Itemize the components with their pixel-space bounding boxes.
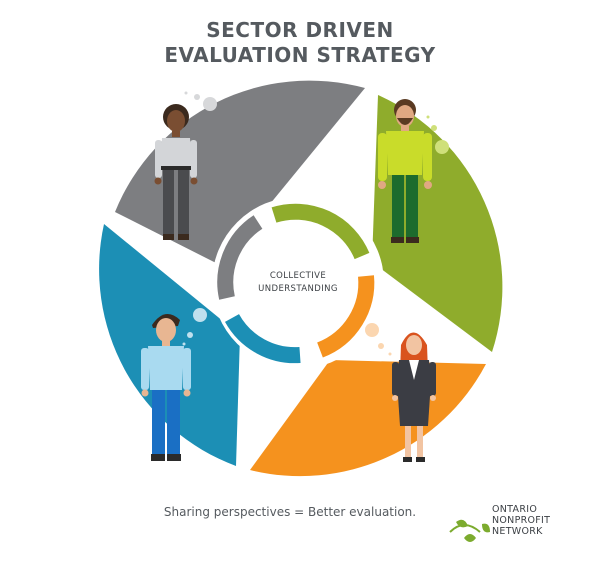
left-arm: [392, 362, 399, 396]
blouse: [409, 360, 419, 380]
left-arm: [141, 348, 149, 390]
logo-line-1: ONTARIO: [492, 504, 538, 515]
title-line-2: EVALUATION STRATEGY: [164, 43, 436, 67]
torso: [148, 346, 184, 390]
left-shoe: [403, 457, 412, 462]
left-hand: [378, 181, 386, 189]
thought-bubble-blue-large: [193, 308, 207, 322]
thought-bubble-orange-small: [378, 343, 384, 349]
diagram-title: SECTOR DRIVEN EVALUATION STRATEGY: [0, 18, 600, 68]
logo-line-2: NONPROFIT: [492, 515, 551, 526]
thought-bubble-blue-tiny: [182, 342, 186, 346]
left-shoe: [391, 237, 404, 243]
person-blue-jeans: [141, 314, 191, 461]
thought-bubble-orange-tiny: [388, 352, 392, 356]
right-shoe: [178, 234, 189, 240]
left-hand: [154, 177, 162, 185]
left-shoe: [151, 454, 165, 461]
inner-arrow-green: [271, 203, 370, 260]
left-arm: [378, 133, 387, 181]
thought-bubble-green-tiny: [426, 115, 430, 119]
head: [406, 335, 422, 355]
ontario-nonprofit-network-logo: ONTARIO NONPROFIT NETWORK: [446, 502, 586, 552]
thought-bubble-blue-small: [187, 332, 193, 338]
left-leg: [405, 426, 411, 458]
orange-segment: [250, 360, 486, 477]
logo-line-3: NETWORK: [492, 526, 543, 537]
right-shoe: [167, 454, 181, 461]
person-green-shirt: [378, 99, 432, 243]
skirt: [398, 396, 430, 426]
center-circle: [240, 225, 356, 341]
head: [167, 110, 185, 132]
person-business-suit: [392, 332, 436, 462]
person-gray-sweater: [154, 104, 198, 240]
right-shoe: [406, 237, 419, 243]
inner-arrow-blue: [225, 313, 301, 364]
torso: [160, 138, 192, 168]
right-arm: [429, 362, 436, 396]
right-shoe: [416, 457, 425, 462]
thought-bubble-gray-small: [194, 94, 200, 100]
left-leg: [152, 390, 165, 456]
torso: [386, 131, 424, 175]
right-arm: [423, 133, 432, 181]
thought-bubble-gray-tiny: [184, 91, 188, 95]
evaluation-wheel: COLLECTIVE UNDERSTANDING: [99, 80, 503, 477]
belt: [161, 166, 191, 170]
thought-bubble-green-small: [431, 125, 437, 131]
neck: [401, 126, 409, 131]
beard: [397, 118, 413, 125]
right-leg: [417, 426, 423, 458]
left-arm: [155, 140, 162, 178]
right-leg: [178, 170, 189, 235]
left-hand: [392, 395, 398, 401]
logo-text: ONTARIO NONPROFIT NETWORK: [492, 504, 550, 537]
right-hand: [424, 181, 432, 189]
leaf-logo-icon: [449, 519, 490, 542]
neck: [172, 131, 180, 137]
thought-bubble-green-large: [435, 140, 449, 154]
right-leg: [406, 175, 418, 239]
left-shoe: [163, 234, 174, 240]
center-label-line-1: COLLECTIVE: [270, 271, 326, 281]
right-hand: [183, 389, 191, 397]
caption: Sharing perspectives = Better evaluation…: [163, 505, 417, 519]
thought-bubbles: [182, 91, 449, 356]
left-leg: [163, 170, 174, 235]
right-arm: [190, 140, 197, 178]
gray-segment: [115, 80, 365, 265]
thought-bubble-gray-large: [203, 97, 217, 111]
center-label-line-2: UNDERSTANDING: [258, 284, 338, 294]
left-hand: [141, 389, 149, 397]
inner-cycle: [217, 203, 375, 364]
right-hand: [430, 395, 436, 401]
neck: [162, 340, 170, 346]
left-leg: [392, 175, 404, 239]
right-leg: [167, 390, 180, 456]
head: [156, 318, 176, 342]
right-hand: [190, 177, 198, 185]
right-arm: [183, 348, 191, 390]
inner-arrow-gray: [217, 215, 263, 300]
inner-arrow-orange: [316, 275, 375, 358]
title-line-1: SECTOR DRIVEN: [206, 18, 394, 42]
thought-bubble-orange-large: [365, 323, 379, 337]
